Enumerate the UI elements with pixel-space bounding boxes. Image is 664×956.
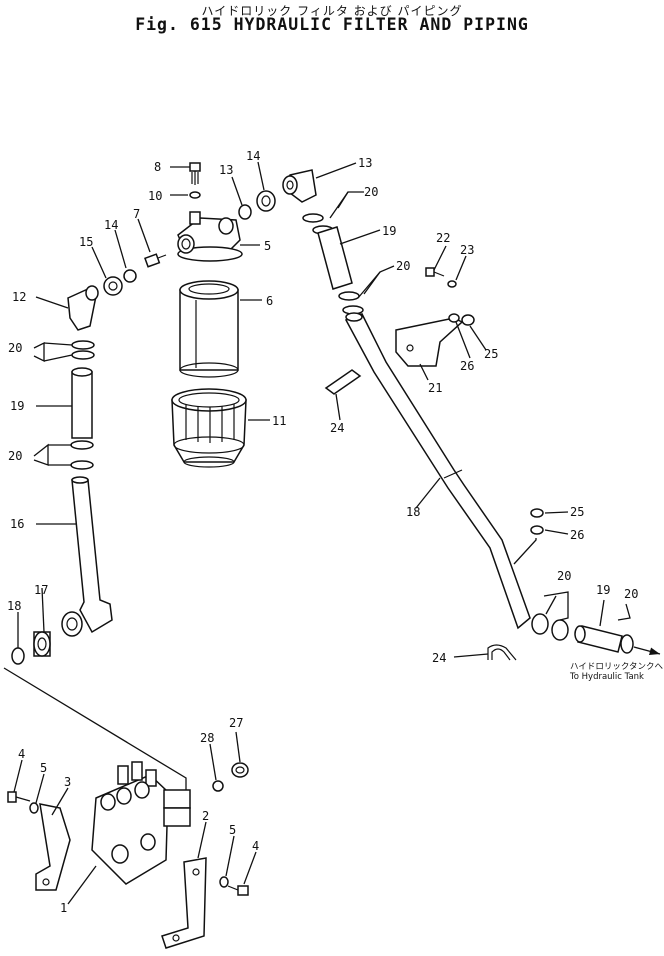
hose-clamps <box>531 613 569 641</box>
callout-20: 20 <box>8 341 22 355</box>
connector <box>33 631 51 657</box>
callout-3: 3 <box>64 775 71 789</box>
callout-13: 14 <box>104 218 118 232</box>
o-ring <box>238 204 252 220</box>
u-bolt <box>487 644 517 661</box>
bolt <box>227 885 249 896</box>
callout-2: 2 <box>202 809 209 823</box>
nut <box>530 508 544 518</box>
pipe-left <box>61 476 113 637</box>
elbow-right <box>282 169 317 203</box>
nut <box>461 314 475 326</box>
callout-11: 11 <box>272 414 286 428</box>
bracket-bolt <box>425 267 445 277</box>
valve-bracket-right <box>161 857 207 949</box>
callout-7: 6 <box>266 294 273 308</box>
o-ring <box>11 647 25 665</box>
flow-arrow <box>633 646 661 656</box>
callout-25: 25 <box>570 505 584 519</box>
washer <box>447 280 457 288</box>
callout-1: 1 <box>60 901 67 915</box>
washer <box>189 191 201 199</box>
u-bolt <box>491 648 511 661</box>
callout-13: 13 <box>219 163 233 177</box>
hose-clamps <box>70 440 94 470</box>
filter-element <box>179 280 239 378</box>
callout-20: 20 <box>364 185 378 199</box>
callout-6: 5 <box>264 239 271 253</box>
nut-right <box>256 190 276 212</box>
elbow-left <box>67 285 99 331</box>
nut-left <box>103 276 123 296</box>
elbow-fitting <box>231 762 249 778</box>
filter-case <box>171 388 247 468</box>
hose-clamp <box>620 634 634 654</box>
plug <box>144 253 167 268</box>
callout-4: 4 <box>18 747 25 761</box>
hose-clamps <box>71 340 95 360</box>
control-valve <box>91 761 191 885</box>
callout-17: 18 <box>7 599 21 613</box>
callout-16: 17 <box>34 583 48 597</box>
figure-title: Fig. 615 HYDRAULIC FILTER AND PIPING <box>135 15 529 34</box>
o-ring <box>123 269 137 283</box>
callout-19: 19 <box>596 583 610 597</box>
callout-24: 24 <box>432 651 446 665</box>
callout-20: 20 <box>624 587 638 601</box>
connection-line <box>3 667 187 790</box>
callout-18: 18 <box>406 505 420 519</box>
washer <box>29 802 39 814</box>
hose <box>317 226 353 290</box>
callout-20: 20 <box>396 259 410 273</box>
hose-clamps <box>338 291 364 315</box>
callout-15: 16 <box>10 517 24 531</box>
callout-24: 24 <box>330 421 344 435</box>
callout-5: 5 <box>229 823 236 837</box>
callout-14: 15 <box>79 235 93 249</box>
callout-labels: 8 10 14 13 13 7 14 15 5 6 11 12 20 19 20… <box>7 149 638 915</box>
callout-4: 4 <box>252 839 259 853</box>
callout-20: 20 <box>8 449 22 463</box>
callout-9: 8 <box>154 160 161 174</box>
hose <box>71 367 93 439</box>
washer <box>448 313 460 323</box>
callout-20: 20 <box>557 569 571 583</box>
callout-5: 5 <box>40 761 47 775</box>
callout-12: 12 <box>12 290 26 304</box>
callout-22: 22 <box>436 231 450 245</box>
callout-21: 21 <box>428 381 442 395</box>
washer <box>219 876 229 888</box>
callout-14: 14 <box>246 149 260 163</box>
o-ring <box>212 780 224 792</box>
callout-25: 25 <box>484 347 498 361</box>
clip <box>324 369 362 395</box>
bolt <box>7 791 31 803</box>
title-japanese: ハイドロリック フィルタ および パイピング <box>201 4 463 18</box>
hose <box>574 625 623 653</box>
washer <box>530 525 544 535</box>
callout-19: 19 <box>382 224 396 238</box>
callout-26: 26 <box>570 528 584 542</box>
leader-lines <box>13 161 631 905</box>
callout-12: 13 <box>358 156 372 170</box>
callout-19: 19 <box>10 399 24 413</box>
callout-26: 26 <box>460 359 474 373</box>
filter-bolt <box>189 162 201 185</box>
tank-note-english: To Hydraulic Tank <box>570 672 644 682</box>
return-pipe <box>344 312 531 630</box>
callout-8: 7 <box>133 207 140 221</box>
tank-note-japanese: ハイドロリックタンクへ <box>570 662 663 672</box>
callout-28: 28 <box>200 731 214 745</box>
filter-head <box>177 211 243 262</box>
callout-10: 10 <box>148 189 162 203</box>
bracket <box>395 317 464 367</box>
valve-bracket-left <box>35 803 71 891</box>
callout-23: 23 <box>460 243 474 257</box>
callout-27: 27 <box>229 716 243 730</box>
